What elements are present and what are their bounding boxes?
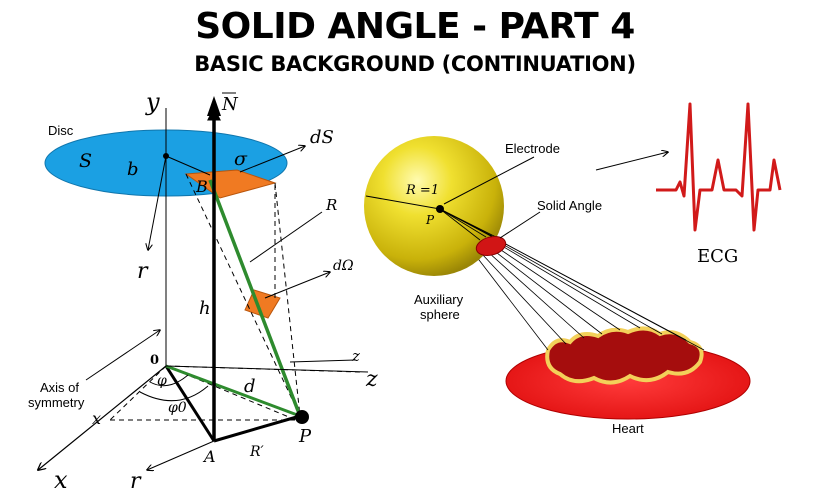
R-pointer bbox=[249, 211, 323, 263]
radius-b-line bbox=[165, 155, 211, 176]
label-x: x bbox=[54, 466, 68, 494]
r-prime-line bbox=[213, 414, 301, 443]
normal-arrow-head bbox=[207, 96, 221, 116]
auxiliary-sphere-line1: Auxiliary bbox=[414, 292, 464, 307]
auxiliary-sphere-line2: sphere bbox=[420, 307, 460, 322]
axis-of-symmetry-arrow bbox=[85, 330, 160, 381]
axis-of-symmetry-line2: symmetry bbox=[28, 395, 85, 410]
label-electrode: Electrode bbox=[505, 141, 560, 156]
label-disc: Disc bbox=[48, 123, 74, 138]
label-dS: dS bbox=[310, 127, 334, 148]
angle-phi-arc bbox=[149, 374, 189, 387]
page-subtitle: BASIC BACKGROUND (CONTINUATION) bbox=[194, 52, 636, 76]
label-R1: R =1 bbox=[405, 183, 439, 198]
projection-dashed-lines bbox=[109, 173, 361, 421]
ecg-trace bbox=[656, 102, 782, 232]
r-upper-arrow bbox=[148, 155, 167, 250]
label-sigma: σ bbox=[234, 148, 248, 170]
z-small-axis bbox=[289, 359, 356, 363]
z-axis-arrow bbox=[165, 365, 369, 373]
x-axis-arrow bbox=[38, 365, 167, 470]
label-d: d bbox=[244, 376, 256, 397]
electrode-dot bbox=[436, 205, 444, 213]
label-solid-angle: Solid Angle bbox=[537, 198, 602, 213]
label-phi0: φ0 bbox=[168, 400, 187, 416]
electrode-pointer bbox=[443, 156, 535, 205]
right-diagram: Electrode R =1 P Solid Angle Auxiliary s… bbox=[364, 102, 782, 436]
axis-of-symmetry-line1: Axis of bbox=[40, 380, 79, 395]
point-P-dot bbox=[295, 410, 309, 424]
label-B: B bbox=[195, 177, 208, 196]
label-z-small: z bbox=[351, 347, 360, 365]
left-diagram: y N Disc S b B σ dS R dΩ r h 0 z z Axis … bbox=[28, 88, 378, 494]
angle-phi0-arc bbox=[139, 385, 209, 402]
label-dOmega: dΩ bbox=[333, 258, 354, 274]
r-lower-arrow bbox=[147, 440, 215, 470]
label-R-prime: R′ bbox=[249, 444, 265, 460]
origin-to-A-line bbox=[164, 365, 216, 442]
label-heart: Heart bbox=[612, 421, 644, 436]
solid-angle-pointer bbox=[499, 211, 541, 239]
label-y: y bbox=[145, 88, 160, 116]
label-auxiliary-sphere: Auxiliary sphere bbox=[414, 292, 467, 322]
auxiliary-sphere bbox=[364, 136, 504, 276]
sphere-radius-line bbox=[365, 195, 441, 210]
ecg-arrow bbox=[595, 152, 668, 171]
distance-R-line bbox=[208, 179, 302, 417]
label-phi: φ bbox=[157, 373, 167, 389]
label-origin: 0 bbox=[150, 353, 159, 368]
dOmega-pointer bbox=[264, 272, 330, 299]
label-r-lower: r bbox=[130, 469, 142, 494]
label-S: S bbox=[79, 150, 92, 172]
label-x-small: x bbox=[92, 409, 101, 428]
dS-pointer bbox=[239, 146, 305, 173]
page-title: SOLID ANGLE - PART 4 bbox=[195, 6, 635, 47]
label-N: N bbox=[221, 94, 239, 115]
label-r-upper: r bbox=[137, 259, 149, 284]
label-z: z bbox=[365, 367, 378, 392]
label-R: R bbox=[325, 196, 337, 214]
label-h: h bbox=[199, 298, 211, 319]
label-P-right: P bbox=[425, 213, 435, 227]
distance-d-line bbox=[165, 364, 301, 418]
solid-angle-patch bbox=[475, 235, 507, 257]
heart-patch bbox=[545, 326, 704, 385]
label-A: A bbox=[202, 447, 216, 466]
label-P: P bbox=[298, 426, 312, 447]
label-b: b bbox=[127, 159, 139, 180]
label-axis-of-symmetry: Axis of symmetry bbox=[28, 380, 85, 410]
label-ecg: ECG bbox=[697, 246, 738, 267]
